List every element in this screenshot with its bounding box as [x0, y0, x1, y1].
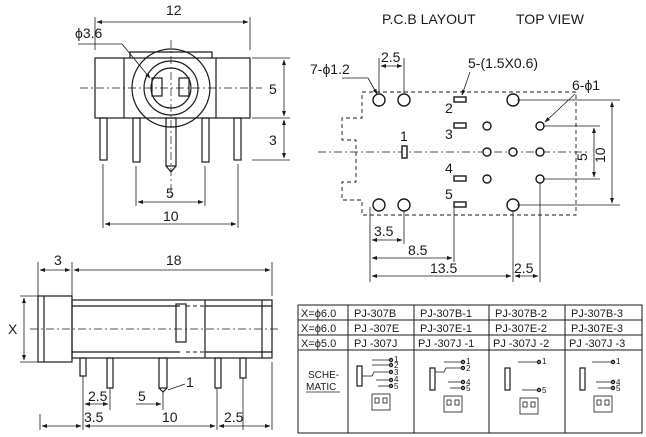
- schematic-label-2: MATIC: [306, 382, 336, 393]
- schematic-label-1: SCHE-: [308, 370, 339, 381]
- pcb-layout: 2 1 3 4 5 7-ϕ1.2 2.5 5-(1.5X0.6) 6-ϕ1 5 …: [310, 49, 620, 282]
- table-row2-x: X=ϕ6.0: [301, 323, 336, 335]
- dim-length-18: 18: [166, 252, 182, 268]
- schematic-d: 1 4 5: [579, 357, 621, 413]
- schematic-b: 1 2 4 5: [429, 357, 471, 413]
- dim-pin-3: 3: [269, 132, 277, 148]
- dim-side-3-5: 3.5: [84, 409, 104, 425]
- table-row3-b: PJ -307J -1: [418, 338, 474, 350]
- sch-b-num-4: 4: [466, 378, 471, 387]
- table-row1-d: PJ-307B-3: [571, 308, 623, 320]
- pcb-dim-10: 10: [592, 147, 608, 163]
- pcb-slots-5: 5-(1.5X0.6): [468, 55, 538, 71]
- table-row3-x: X=ϕ5.0: [301, 338, 336, 350]
- side-view: 3 18 X 2.5: [8, 252, 280, 430]
- pcb-dim-3-5: 3.5: [374, 223, 394, 239]
- schematic-c: 1 5: [504, 357, 547, 415]
- sch-b-num-1: 1: [466, 357, 471, 366]
- table-row2-d: PJ-307E-3: [571, 323, 623, 335]
- sch-c-num-5: 5: [542, 386, 547, 395]
- sch-b-num-2: 2: [466, 364, 471, 373]
- pcb-pin-2: 2: [445, 100, 453, 116]
- table-row1-b: PJ-307B-1: [420, 308, 472, 320]
- sch-b-num-5: 5: [466, 384, 471, 393]
- pcb-pin-5: 5: [445, 186, 453, 202]
- dim-width-12: 12: [166, 2, 182, 18]
- pcb-dim-13-5: 13.5: [430, 260, 457, 276]
- front-view: 12 ϕ3.6 5 3: [75, 2, 290, 228]
- dim-side-2-5: 2.5: [88, 388, 108, 404]
- sch-d-num-5: 5: [616, 384, 621, 393]
- sch-a-num-3: 3: [394, 368, 399, 377]
- table-row2-a: PJ -307E: [354, 323, 399, 335]
- dim-x-label: X: [8, 321, 18, 337]
- table-row3-c: PJ -307J -2: [493, 338, 549, 350]
- table-row3-a: PJ -307J: [354, 338, 397, 350]
- sch-c-num-1: 1: [542, 357, 547, 366]
- pcb-pin-1: 1: [400, 128, 408, 144]
- pcb-holes-6: 6-ϕ1: [572, 77, 600, 93]
- table-row2-c: PJ-307E-2: [495, 323, 547, 335]
- dim-pitch-10: 10: [163, 208, 179, 224]
- sch-d-num-4: 4: [616, 378, 621, 387]
- sch-a-num-1: 1: [394, 355, 399, 364]
- pcb-dim-2-5-top: 2.5: [381, 49, 401, 65]
- sch-a-num-2: 2: [394, 361, 399, 370]
- sch-d-num-1: 1: [616, 357, 621, 366]
- schematic-a: 1 2 3 4 5: [356, 355, 399, 411]
- pcb-pin-3: 3: [445, 126, 453, 142]
- dim-flange-3: 3: [54, 252, 62, 268]
- table-row1-x: X=ϕ6.0: [301, 308, 336, 320]
- sch-a-num-5: 5: [394, 382, 399, 391]
- table-row1-a: PJ-307B: [354, 308, 396, 320]
- pcb-holes-7: 7-ϕ1.2: [310, 61, 350, 77]
- sch-a-num-4: 4: [394, 375, 399, 384]
- pcb-dim-5: 5: [574, 153, 590, 161]
- dim-height-5: 5: [269, 81, 277, 97]
- pcb-pin-4: 4: [445, 160, 453, 176]
- dim-side-1: 1: [186, 374, 194, 390]
- dim-side-10: 10: [162, 409, 178, 425]
- pcb-dim-2-5-bot: 2.5: [514, 260, 534, 276]
- table-row2-b: PJ-307E-1: [420, 323, 472, 335]
- table-row3-d: PJ -307J -3: [569, 338, 625, 350]
- table-row1-c: PJ-307B-2: [495, 308, 547, 320]
- dim-side-5: 5: [138, 388, 146, 404]
- dim-pitch-5: 5: [166, 185, 174, 201]
- top-view-title: TOP VIEW: [516, 11, 585, 27]
- pcb-layout-title: P.C.B LAYOUT: [382, 11, 476, 27]
- pcb-dim-8-5: 8.5: [408, 242, 428, 258]
- dim-side-2-5b: 2.5: [224, 409, 244, 425]
- part-table: X=ϕ6.0 PJ-307B PJ-307B-1 PJ-307B-2 PJ-30…: [297, 304, 643, 434]
- dim-diameter-3-6: ϕ3.6: [75, 25, 103, 41]
